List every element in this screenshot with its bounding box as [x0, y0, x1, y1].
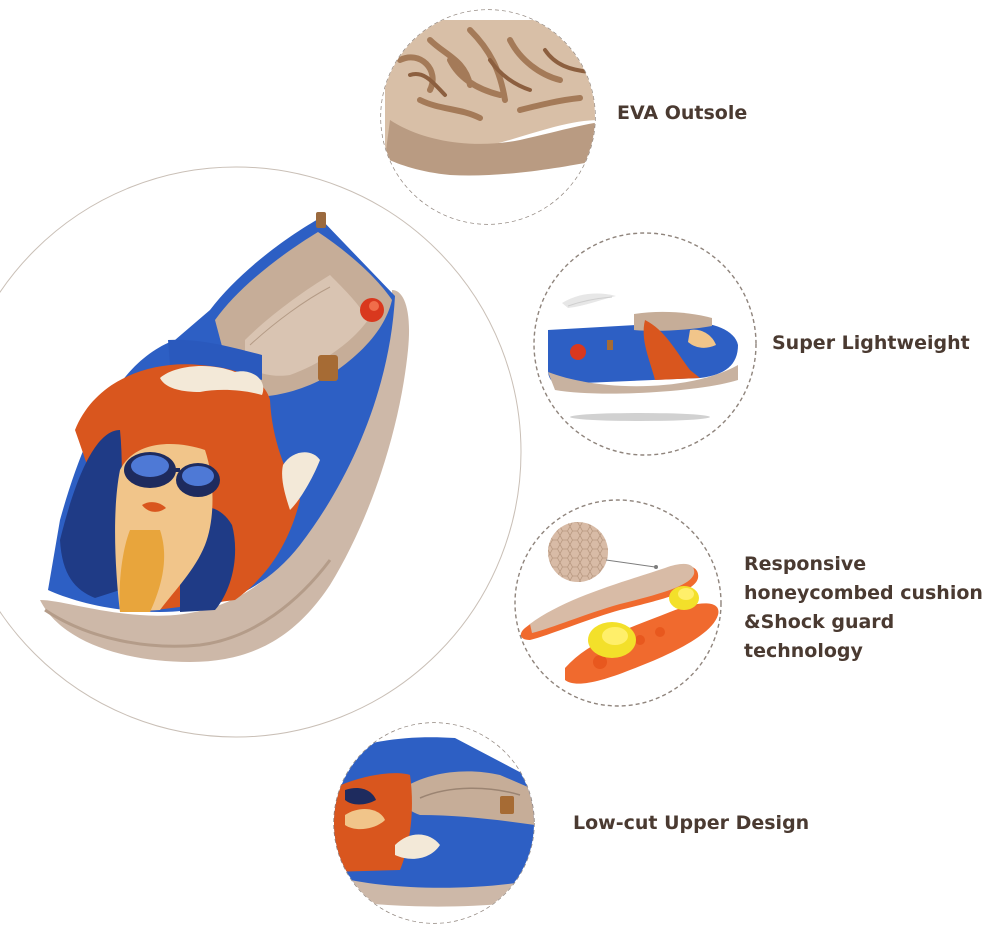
cushion-feature-label: Responsive honeycombed cushion &Shock gu… — [744, 550, 983, 666]
cushion-label-line: Responsive — [744, 553, 867, 575]
insole-circle-frame — [514, 499, 722, 707]
main-frame-circle — [0, 166, 522, 738]
lightweight-feature-label: Super Lightweight — [772, 332, 970, 354]
cushion-label-line: &Shock guard — [744, 611, 895, 633]
upper-feature-label: Low-cut Upper Design — [573, 812, 810, 834]
cushion-label-line: honeycombed cushion — [744, 582, 983, 604]
upper-closeup-image — [334, 723, 534, 923]
lightweight-circle-frame — [533, 232, 757, 456]
lightweight-shoe-image — [548, 293, 738, 421]
shoe-main-image — [40, 212, 410, 662]
outsole-closeup-image — [381, 10, 595, 224]
cushion-label-line: technology — [744, 640, 863, 662]
insole-image — [520, 522, 719, 684]
outsole-feature-label: EVA Outsole — [617, 102, 748, 124]
